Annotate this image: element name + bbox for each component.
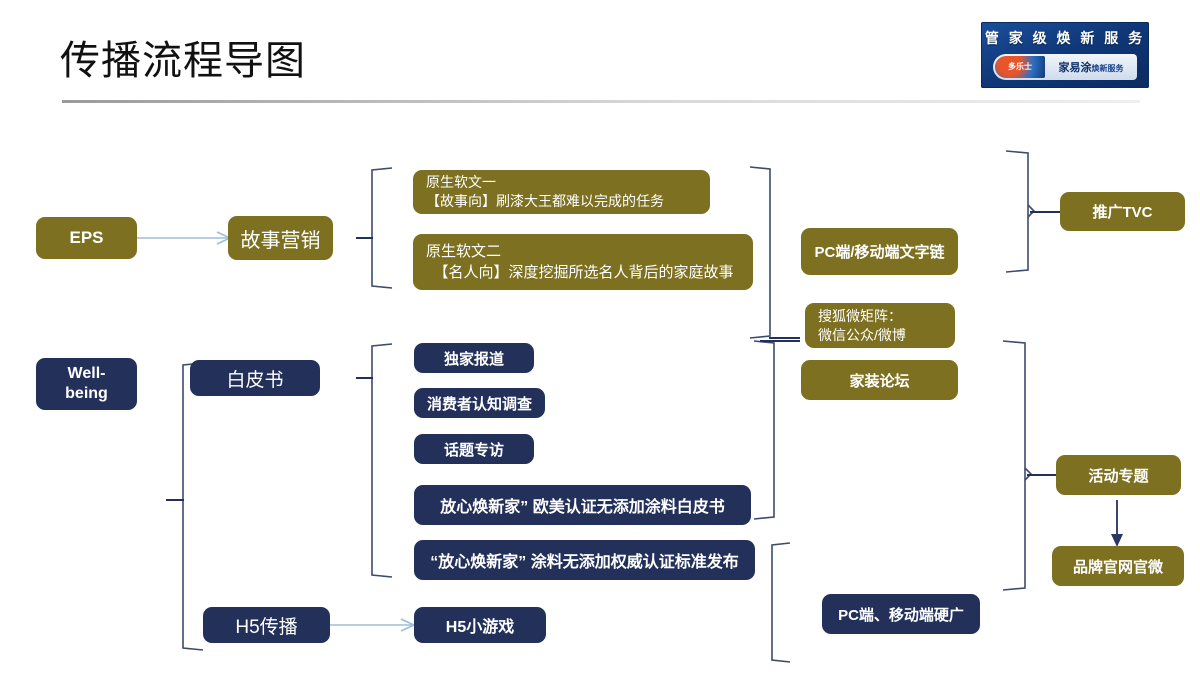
node-promo-tvc[interactable]: 推广TVC [1060,192,1185,231]
bracket-to-campaign-topic [1002,340,1058,591]
node-h5-spread[interactable]: H5传播 [203,607,330,643]
node-wellbeing[interactable]: Well- being [36,358,137,410]
node-brand-site-label: 品牌官网官微 [1072,558,1163,576]
node-consumer-survey[interactable]: 消费者认知调查 [414,388,545,418]
node-topic-interview-label: 话题专访 [443,441,504,459]
node-promo-tvc-label: 推广TVC [1092,204,1153,221]
logo-brand-suffix: 焕新服务 [1091,64,1124,73]
node-text-link-label: PC端/移动端文字链 [814,244,945,261]
node-exclusive-report[interactable]: 独家报道 [414,343,534,373]
dulux-mark-icon: 多乐士 [995,56,1045,78]
node-story-marketing[interactable]: 故事营销 [228,216,333,260]
node-eps-label: EPS [69,228,104,247]
bracket-wellbeing-children [166,362,204,651]
node-brand-site[interactable]: 品牌官网官微 [1052,546,1184,586]
node-whitepaper-eu[interactable]: 放心焕新家” 欧美认证无添加涂料白皮书 [414,485,751,525]
node-soft-article-2-label: 原生软文二 【名人向】深度挖掘所选名人背后的家庭故事 [426,241,753,283]
node-wellbeing-line2: being [65,385,108,402]
node-story-marketing-label: 故事营销 [240,229,321,252]
node-soft-article-2-line1: 原生软文二 [426,243,502,260]
node-h5-game[interactable]: H5小游戏 [414,607,546,643]
node-hard-ads[interactable]: PC端、移动端硬广 [822,594,980,634]
bracket-whitepaper-children [356,343,393,578]
node-eps[interactable]: EPS [36,217,137,259]
logo-brand-main: 家易涂 [1058,62,1092,74]
arrow-h5-to-game [330,618,416,632]
logo-badge: 多乐士 家易涂焕新服务 [993,54,1137,80]
node-whitepaper-label: 白皮书 [226,369,284,391]
node-standard-release-label: “放心焕新家” 涂料无添加权威认证标准发布 [430,554,739,571]
node-wellbeing-label: Well- being [36,364,137,404]
node-consumer-survey-label: 消费者认知调查 [426,395,532,413]
node-soft-article-1-label: 原生软文一 【故事向】刷漆大王都难以完成的任务 [426,173,710,211]
node-exclusive-report-label: 独家报道 [443,350,504,368]
node-whitepaper[interactable]: 白皮书 [190,360,320,396]
bracket-to-promo-tvc [1005,150,1060,273]
node-soft-article-2[interactable]: 原生软文二 【名人向】深度挖掘所选名人背后的家庭故事 [413,234,753,290]
brand-logo: 管 家 级 焕 新 服 务 多乐士 家易涂焕新服务 [981,22,1149,88]
node-sohu-matrix[interactable]: 搜狐微矩阵： 微信公众/微博 [805,303,955,348]
node-sohu-matrix-line1: 搜狐微矩阵： [818,307,902,324]
node-hard-ads-label: PC端、移动端硬广 [838,606,964,624]
bracket-bottom-to-hardads [771,542,791,663]
bracket-articles-to-channels [749,166,800,339]
node-h5-game-label: H5小游戏 [445,619,515,636]
node-sohu-matrix-line2: 微信公众/微博 [818,326,906,343]
node-soft-article-1[interactable]: 原生软文一 【故事向】刷漆大王都难以完成的任务 [413,170,710,214]
node-sohu-matrix-label: 搜狐微矩阵： 微信公众/微博 [818,307,955,345]
logo-brand-name: 家易涂焕新服务 [1045,59,1137,75]
node-whitepaper-eu-label: 放心焕新家” 欧美认证无添加涂料白皮书 [440,499,725,516]
node-campaign-topic[interactable]: 活动专题 [1056,455,1181,495]
node-soft-article-1-line1: 原生软文一 [426,174,496,190]
page-title: 传播流程导图 [60,39,306,83]
node-soft-article-2-line2: 【名人向】深度挖掘所选名人背后的家庭故事 [426,264,734,281]
node-home-forum-label: 家装论坛 [849,372,910,390]
node-text-link[interactable]: PC端/移动端文字链 [801,228,958,275]
title-divider [62,100,1140,103]
arrow-campaign-to-brandsite [1111,500,1123,547]
bracket-story-articles [356,167,393,289]
node-standard-release[interactable]: “放心焕新家” 涂料无添加权威认证标准发布 [414,540,755,580]
bracket-whitepaper-to-forum [753,340,800,520]
node-h5-spread-label: H5传播 [235,616,298,638]
node-campaign-topic-label: 活动专题 [1088,467,1149,485]
node-home-forum[interactable]: 家装论坛 [801,360,958,400]
logo-tagline: 管 家 级 焕 新 服 务 [984,30,1146,46]
arrow-eps-to-story [137,231,232,245]
node-topic-interview[interactable]: 话题专访 [414,434,534,464]
node-soft-article-1-line2: 【故事向】刷漆大王都难以完成的任务 [426,193,664,209]
node-wellbeing-line1: Well- [67,365,106,382]
